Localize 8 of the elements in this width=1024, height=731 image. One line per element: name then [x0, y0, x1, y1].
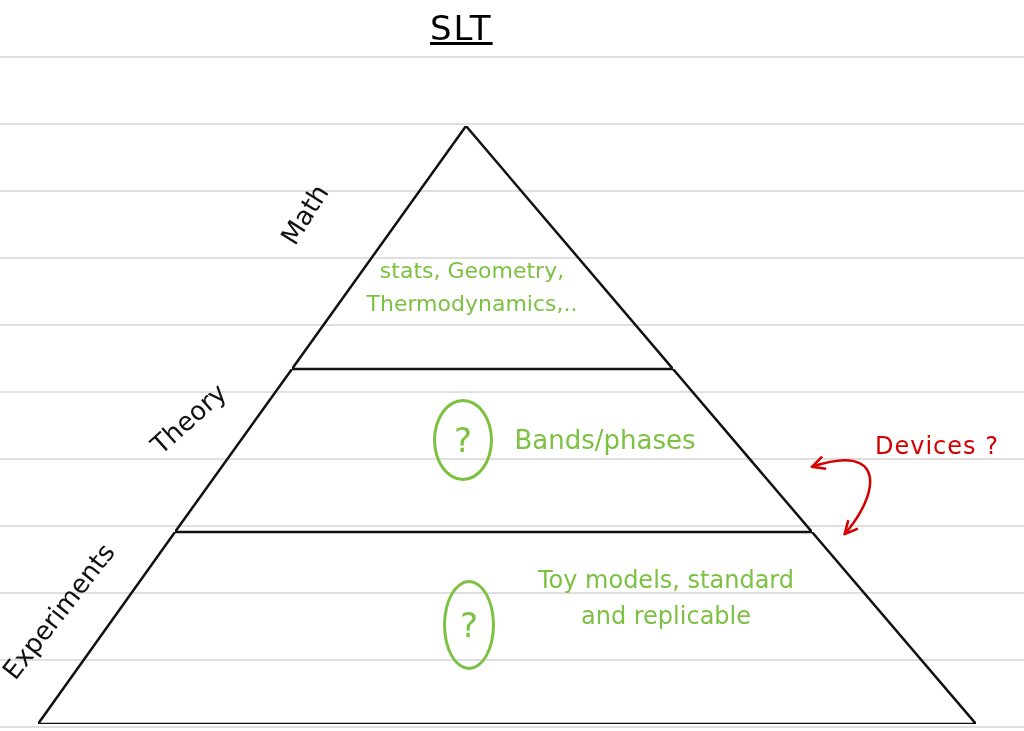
layer-text: Bands/phases	[513, 424, 697, 457]
title: SLT	[430, 8, 493, 48]
layer-text: Toy models, standard and replicable	[536, 565, 795, 632]
note-text: Devices ?	[875, 432, 999, 460]
question-circle: ?	[433, 399, 493, 481]
curved-arrow	[810, 455, 872, 536]
layer-text: stats, Geometry, Thermodynamics,..	[365, 257, 579, 318]
question-circle: ?	[443, 580, 495, 670]
